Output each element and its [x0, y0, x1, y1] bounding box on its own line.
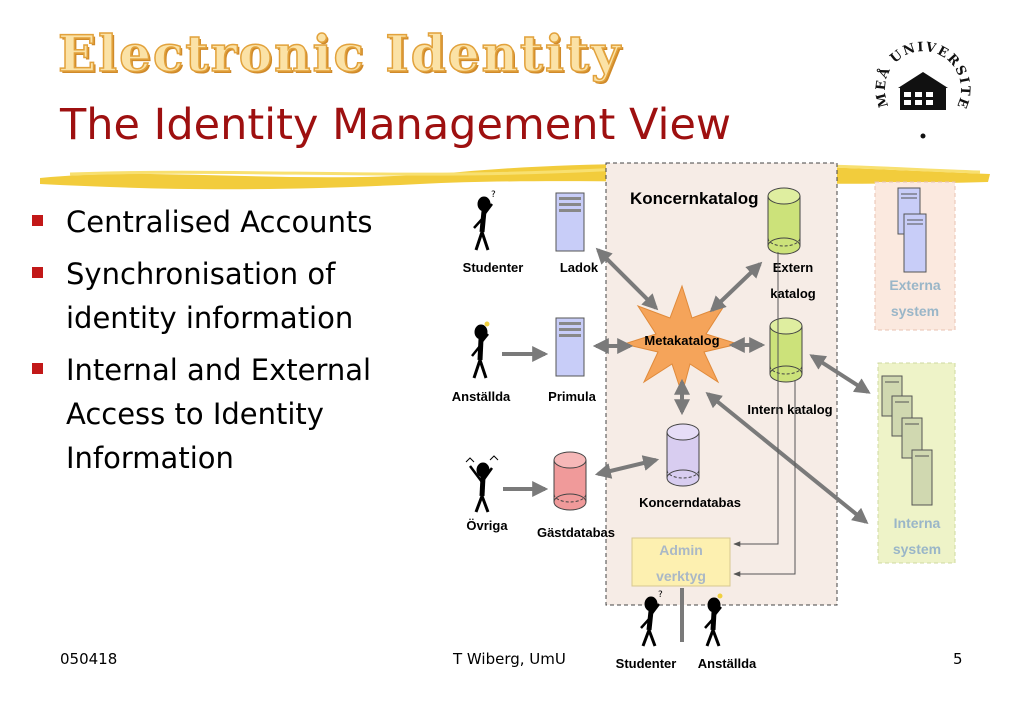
bottom-studenter-label: Studenter — [616, 656, 677, 671]
ladok-server-icon — [555, 192, 585, 252]
bullet-item: Centralised Accounts — [30, 200, 430, 244]
bullet-square-icon — [32, 267, 43, 278]
svg-text:?: ? — [491, 190, 496, 200]
slide-title: The Identity Management View — [60, 100, 732, 150]
koncernkatalog-title: Koncernkatalog — [630, 189, 758, 208]
gastdatabas-cylinder-icon — [553, 451, 587, 511]
bullet-text: Synchronisation of identity information — [66, 257, 354, 335]
bullet-square-icon — [32, 215, 43, 226]
interna-server-icon — [881, 375, 933, 506]
externa-server-icon — [897, 187, 927, 273]
university-seal-logo: UMEÅ UNIVERSITET — [866, 36, 971, 139]
extern-katalog-cylinder-icon — [767, 187, 801, 255]
primula-label: Primula — [548, 389, 596, 404]
bullet-square-icon — [32, 363, 43, 374]
svg-text:?: ? — [658, 590, 663, 600]
bottom-studenter-person-icon: ? — [640, 590, 663, 647]
footer-date: 050418 — [60, 650, 118, 668]
interna-label: Interna — [894, 515, 941, 531]
admin-label: Admin — [659, 542, 703, 558]
thin-connectors — [733, 252, 796, 577]
arrow-intern-interna — [809, 354, 871, 394]
studenter-label: Studenter — [463, 260, 524, 275]
koncerndatabas-cylinder-icon — [666, 423, 700, 487]
intern-katalog-cylinder-icon — [769, 317, 803, 383]
anstallda-person-icon — [471, 321, 490, 379]
ovriga-person-icon — [465, 455, 499, 513]
arrow-metakatalog-interna — [705, 391, 869, 525]
bullet-text: Centralised Accounts — [66, 205, 373, 239]
bullet-item: Internal and External Access to Identity… — [30, 348, 430, 480]
anstallda-label: Anställda — [452, 389, 511, 404]
footer-page-number: 5 — [953, 650, 963, 668]
slide-supertitle: Electronic Identity — [57, 23, 623, 84]
bullet-text: Internal and External Access to Identity… — [66, 353, 372, 475]
intern-katalog-label: Intern katalog — [747, 402, 832, 417]
footer-author: T Wiberg, UmU — [453, 650, 566, 668]
gastdatabas-label: Gästdatabas — [537, 525, 615, 540]
ladok-label: Ladok — [560, 260, 599, 275]
bullet-item: Synchronisation of identity information — [30, 252, 430, 340]
metakatalog-label: Metakatalog — [644, 333, 719, 348]
admin-verktyg-box — [631, 537, 731, 587]
bullet-list: Centralised Accounts Synchronisation of … — [30, 200, 430, 488]
interna-system-label: system — [893, 541, 941, 557]
arrow-metakatalog-extern — [709, 261, 763, 313]
bottom-anstallda-label: Anställda — [698, 656, 757, 671]
externa-label: Externa — [889, 277, 941, 293]
koncerndatabas-label: Koncerndatabas — [639, 495, 741, 510]
arrow-gastdatabas-koncerndatabas — [594, 455, 660, 479]
ovriga-label: Övriga — [466, 518, 508, 533]
arrow-ladok-metakatalog — [595, 247, 659, 311]
extern-katalog-label-1: Extern — [773, 260, 814, 275]
externa-system-label: system — [891, 303, 939, 319]
extern-katalog-label-2: katalog — [770, 286, 816, 301]
verktyg-label: verktyg — [656, 568, 706, 584]
bottom-anstallda-person-icon — [704, 593, 723, 647]
flow-arrows — [502, 247, 871, 642]
studenter-person-icon: ? — [473, 190, 496, 251]
primula-server-icon — [555, 317, 585, 377]
